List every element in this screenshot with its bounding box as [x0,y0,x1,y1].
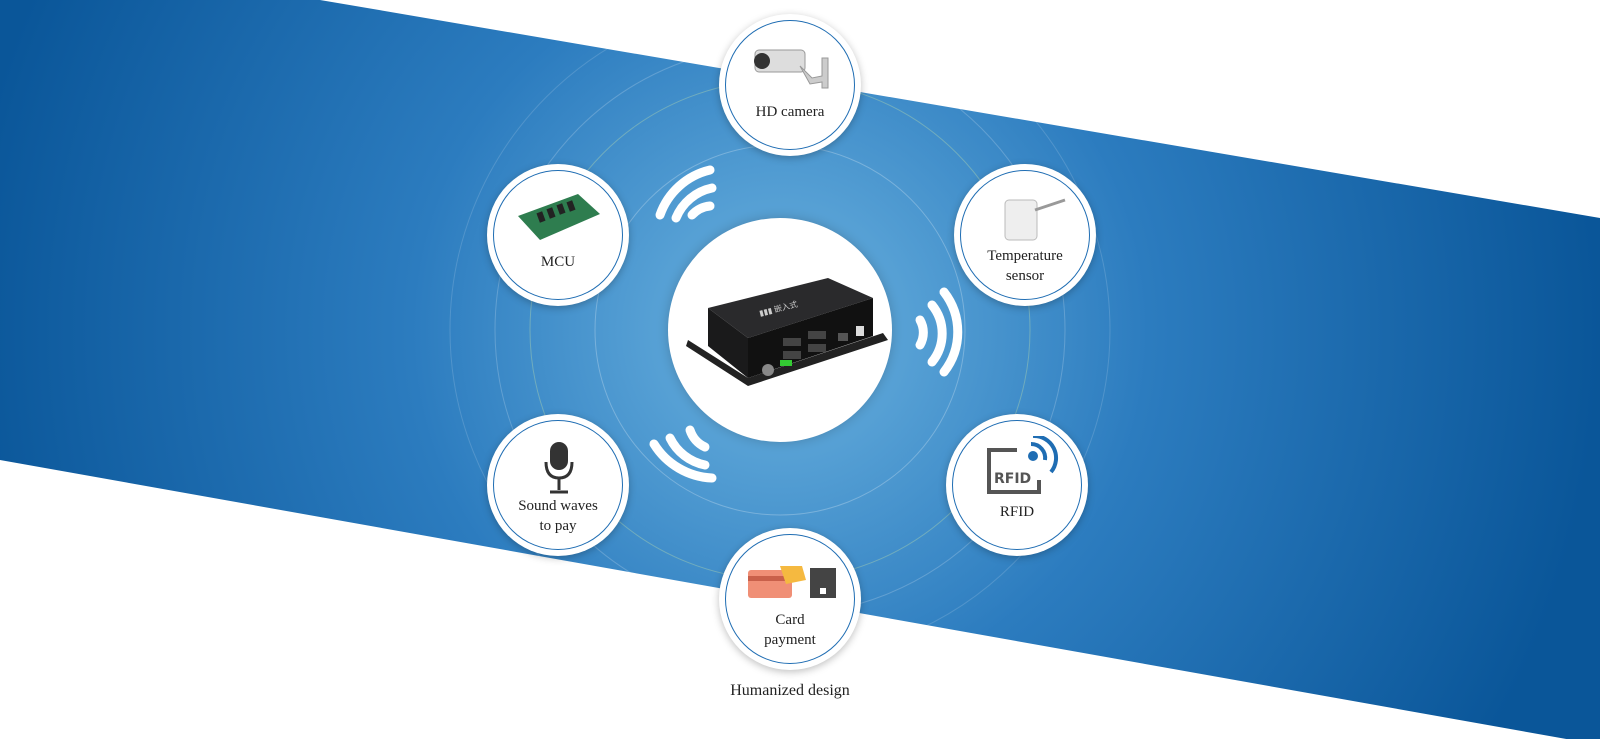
node-mcu: MCU [487,164,629,306]
node-temperature-sensor: Temperature sensor [954,164,1096,306]
node-label: Sound waves to pay [497,496,619,536]
microphone-icon [544,442,574,494]
node-label: Temperature sensor [964,246,1086,286]
node-ring [493,170,623,300]
node-ring [725,534,855,664]
node-ring [952,420,1082,550]
node-label: HD camera [755,104,825,120]
node-ring [960,170,1090,300]
label-line-2: to pay [539,518,577,534]
card-payment-icon [748,566,836,598]
serial-server-device-icon: ▮▮▮ 嵌入式 [686,278,888,386]
node-hd-camera: HD camera [719,14,861,156]
svg-text:RFID: RFID [994,471,1031,487]
label-line-1: Temperature [987,248,1063,264]
node-sound-waves-to-pay: Sound waves to pay [487,414,629,556]
node-card-payment: Card payment [719,528,861,670]
node-ring [493,420,623,550]
node-ring [725,20,855,150]
label-line-1: Card [775,612,805,628]
label-line-2: sensor [1005,268,1045,284]
center-device-circle: ▮▮▮ 嵌入式 [668,218,892,442]
wifi-waves [649,165,963,483]
node-label: RFID [999,504,1035,520]
label-line-2: payment [764,632,816,648]
rfid-icon: RFID [987,436,1059,494]
label-line-1: Sound waves [518,498,598,514]
temperature-sensor-icon [1004,198,1066,241]
node-label: Card payment [729,610,851,650]
circuit-board-icon [518,194,600,240]
caption: Humanized design [730,682,850,699]
node-label: MCU [540,254,576,270]
camera-icon [754,49,829,89]
node-rfid: RFID RFID [946,414,1088,556]
